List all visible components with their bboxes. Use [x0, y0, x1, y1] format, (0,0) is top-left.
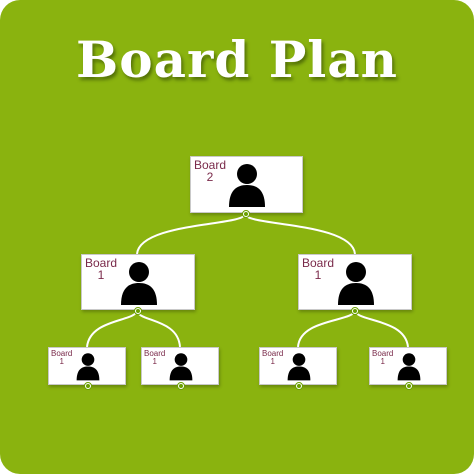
card-count: 1	[59, 357, 64, 366]
card-title: Board	[262, 349, 284, 358]
card-title: Board	[372, 349, 394, 358]
connector-root-right	[244, 213, 356, 255]
connector-left-a	[86, 309, 138, 348]
person-icon	[169, 353, 193, 381]
card-label: Board 1	[372, 350, 393, 366]
expand-knob[interactable]	[84, 382, 92, 390]
card-label: Board 1	[302, 257, 334, 281]
card-count: 1	[152, 357, 157, 366]
person-icon	[229, 164, 265, 207]
board-card-level3-3[interactable]: Board 1	[259, 347, 337, 390]
board-card-level2-right[interactable]: Board 1	[298, 254, 412, 315]
card-title: Board	[85, 256, 118, 270]
card-label: Board 1	[51, 350, 72, 366]
connector-root-left	[136, 213, 246, 255]
board-card-level3-4[interactable]: Board 1	[369, 347, 447, 390]
card-title: Board	[194, 158, 227, 172]
card-count: 1	[380, 357, 385, 366]
person-icon	[338, 262, 374, 305]
card-label: Board 1	[262, 350, 283, 366]
card-label: Board 1	[144, 350, 165, 366]
card-count: 2	[206, 170, 214, 184]
expand-knob[interactable]	[405, 382, 413, 390]
expand-knob[interactable]	[295, 382, 303, 390]
person-icon	[76, 353, 100, 381]
card-title: Board	[144, 349, 166, 358]
connector-right-a	[297, 309, 356, 348]
card-count: 1	[97, 268, 105, 282]
expand-knob[interactable]	[177, 382, 185, 390]
board-card-level3-2[interactable]: Board 1	[141, 347, 219, 390]
page-title: Board Plan	[75, 30, 399, 89]
board-card-level3-1[interactable]: Board 1	[48, 347, 126, 390]
connector-left-b	[136, 309, 181, 348]
expand-knob[interactable]	[134, 307, 142, 315]
card-label: Board 2	[194, 159, 226, 183]
connector-right-b	[354, 309, 409, 348]
card-title: Board	[51, 349, 73, 358]
person-icon	[397, 353, 421, 381]
card-count: 1	[270, 357, 275, 366]
card-title: Board	[302, 256, 335, 270]
board-card-root[interactable]: Board 2	[190, 156, 303, 218]
person-icon	[287, 353, 311, 381]
card-count: 1	[314, 268, 322, 282]
expand-knob[interactable]	[351, 307, 359, 315]
board-card-level2-left[interactable]: Board 1	[81, 254, 195, 315]
person-icon	[121, 262, 157, 305]
card-label: Board 1	[85, 257, 117, 281]
expand-knob[interactable]	[242, 210, 250, 218]
